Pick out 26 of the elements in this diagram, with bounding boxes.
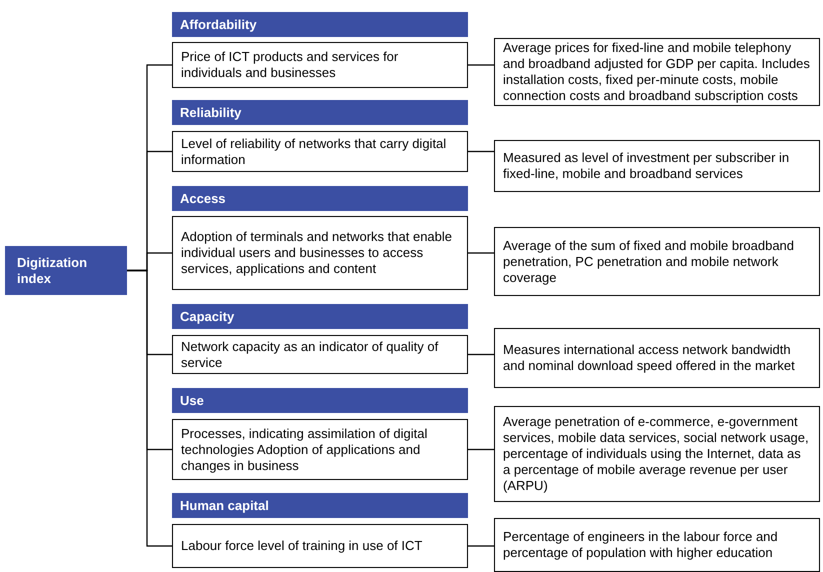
description-box: Processes, indicating assimilation of digital technologies Adoption of applications and changes in business xyxy=(172,419,468,480)
connector-line xyxy=(468,150,494,152)
detail-box: Average penetration of e-commerce, e-government services, mobile data services, social network usage, percentage of individuals using the Internet, data as a percentage of mobile average revenue per user (ARPU) xyxy=(494,406,820,502)
description-box: Price of ICT products and services for individuals and businesses xyxy=(172,42,468,88)
category-header: Capacity xyxy=(172,304,468,329)
category-header: Human capital xyxy=(172,493,468,518)
description-box: Adoption of terminals and networks that enable individual users and businesses to access services, applications and content xyxy=(172,216,468,290)
description-box: Level of reliability of networks that carry digital information xyxy=(172,131,468,172)
connector-line xyxy=(468,545,494,547)
connector-line xyxy=(468,252,494,254)
connector-line xyxy=(127,270,172,547)
detail-box: Average of the sum of fixed and mobile broadband penetration, PC penetration and mobile network coverage xyxy=(494,227,820,296)
description-box: Labour force level of training in use of ICT xyxy=(172,524,468,568)
category-header: Affordability xyxy=(172,12,468,37)
root-box: Digitization index xyxy=(5,246,127,295)
connector-line xyxy=(468,64,494,66)
description-box: Network capacity as an indicator of quality of service xyxy=(172,335,468,374)
connector-line xyxy=(468,354,494,356)
category-header: Access xyxy=(172,186,468,211)
category-header: Reliability xyxy=(172,100,468,125)
connector-line xyxy=(468,448,494,450)
detail-box: Percentage of engineers in the labour force and percentage of population with higher education xyxy=(494,518,820,572)
detail-box: Measured as level of investment per subscriber in fixed-line, mobile and broadband services xyxy=(494,140,820,192)
detail-box: Measures international access network bandwidth and nominal download speed offered in the market xyxy=(494,328,820,388)
detail-box: Average prices for fixed-line and mobile telephony and broadband adjusted for GDP per capita. Includes installation costs, fixed per-minute costs, mobile connection costs and broadband subscription costs xyxy=(494,38,820,106)
category-header: Use xyxy=(172,388,468,413)
